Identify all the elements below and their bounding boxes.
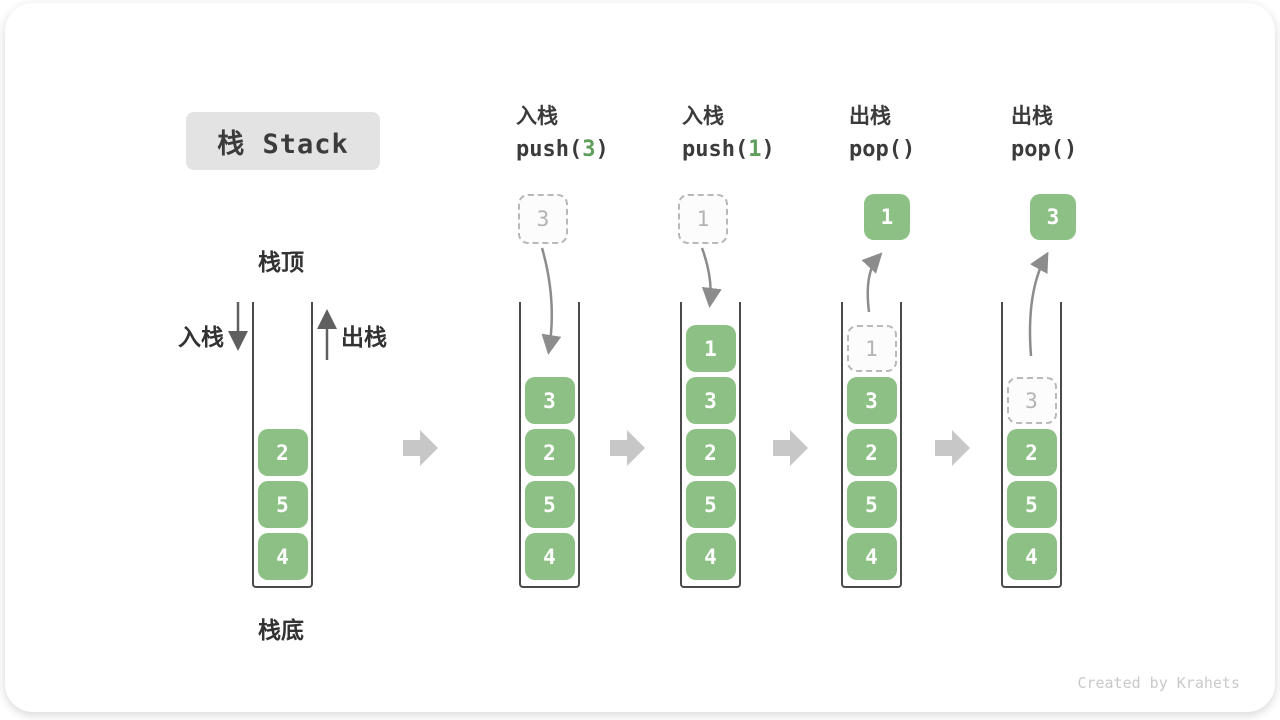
- stack-cell: 5: [524, 481, 575, 528]
- stack-cell: 2: [524, 429, 575, 476]
- operation-label-pop-first: 出栈 pop(): [849, 106, 999, 161]
- stack-cell: 4: [685, 533, 736, 580]
- stack-cell: 5: [257, 481, 308, 528]
- watermark: Created by Krahets: [1077, 674, 1240, 692]
- operation-label-pop-second: 出栈 pop(): [1011, 106, 1161, 161]
- stack-state-after-pop1: 1 3 2 5 4: [841, 302, 902, 588]
- stack-cell: 4: [1006, 533, 1057, 580]
- stack-cell-ghost: 3: [1006, 377, 1057, 424]
- operation-name: 入栈: [516, 105, 558, 128]
- pop-side-label: 出栈: [341, 324, 387, 350]
- stack-state-after-pop3: 3 2 5 4: [1001, 302, 1062, 588]
- operation-code: pop(): [849, 137, 916, 162]
- stack-cell: 4: [257, 533, 308, 580]
- stack-state-after-push3: 3 2 5 4: [519, 302, 580, 588]
- stack-cell: 4: [524, 533, 575, 580]
- title-badge: 栈 Stack: [186, 112, 380, 170]
- stack-cell: 3: [846, 377, 897, 424]
- operation-arg: 1: [748, 137, 762, 162]
- stack-bottom-label: 栈底: [258, 617, 304, 643]
- stack-cell-ghost: 1: [846, 325, 897, 372]
- stack-top-label: 栈顶: [258, 249, 304, 275]
- stack-cell: 2: [1006, 429, 1057, 476]
- operation-label-push3: 入栈 push(3): [516, 106, 666, 161]
- floating-value-popped: 1: [864, 194, 910, 240]
- operation-code: push(1): [682, 137, 775, 162]
- floating-value-popped: 3: [1030, 194, 1076, 240]
- stack-cell: 2: [846, 429, 897, 476]
- operation-code: pop(): [1011, 137, 1078, 162]
- stack-state-after-push1: 1 3 2 5 4: [680, 302, 741, 588]
- operation-arg: 3: [582, 137, 596, 162]
- operation-name: 出栈: [849, 105, 891, 128]
- floating-value-ghost: 3: [518, 194, 568, 244]
- stack-cell: 3: [524, 377, 575, 424]
- operation-code: push(3): [516, 137, 609, 162]
- stack-cell: 5: [846, 481, 897, 528]
- operation-name: 出栈: [1011, 105, 1053, 128]
- stack-cell: 2: [257, 429, 308, 476]
- stack-cell: 2: [685, 429, 736, 476]
- stack-cell: 5: [1006, 481, 1057, 528]
- operation-label-push1: 入栈 push(1): [682, 106, 832, 161]
- operation-name: 入栈: [682, 105, 724, 128]
- floating-value-ghost: 1: [678, 194, 728, 244]
- stack-cell: 3: [685, 377, 736, 424]
- stack-state-initial: 2 5 4: [252, 302, 313, 588]
- title-text: 栈 Stack: [217, 128, 349, 160]
- stack-cell: 1: [685, 325, 736, 372]
- stack-cell: 5: [685, 481, 736, 528]
- push-side-label: 入栈: [178, 324, 224, 350]
- stack-cell: 4: [846, 533, 897, 580]
